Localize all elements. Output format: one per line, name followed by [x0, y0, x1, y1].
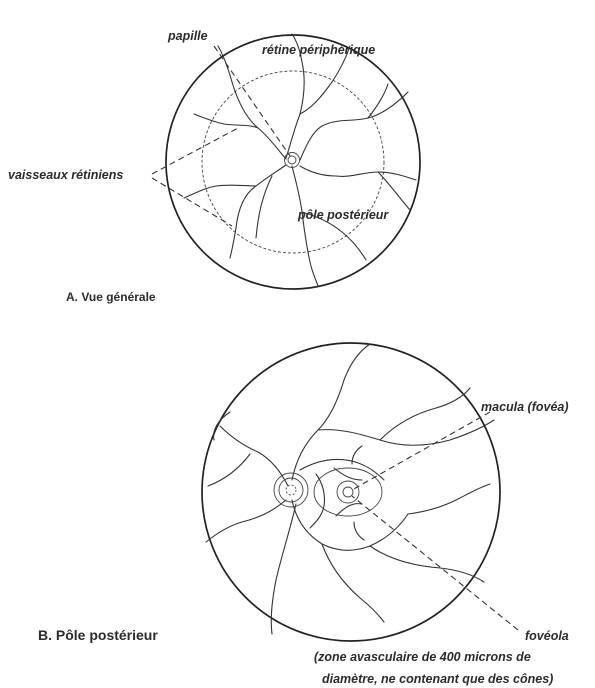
- vessel-a-temporal-upper-arcade: [300, 92, 408, 160]
- vessel-b-temporal-raphe: [408, 484, 490, 514]
- vessel-b-upper-nasal: [220, 426, 288, 486]
- label-vaisseaux-retiniens: vaisseaux rétiniens: [8, 168, 123, 182]
- panel-b-posterior-pole: macula (fovéa) fovéola (zone avasculaire…: [38, 343, 569, 686]
- panel-a-eye-fundus-outline: [166, 35, 420, 289]
- vessel-b-macular-upper: [300, 459, 384, 480]
- vessel-a-temporal-upper-twig: [368, 84, 388, 118]
- label-papille: papille: [167, 29, 208, 43]
- label-foveola: fovéola: [525, 629, 569, 643]
- panel-a-general-view: papille rétine périphérique vaisseaux ré…: [8, 29, 420, 304]
- vessel-b-macular-small-5: [354, 522, 364, 540]
- foveola-outline: [343, 487, 353, 497]
- label-pole-posterieur: pôle postérieur: [297, 208, 389, 222]
- panel-b-papilla: [274, 473, 308, 507]
- vessel-leader-line-upper: [152, 128, 238, 174]
- caption-panel-b: B. Pôle postérieur: [38, 627, 158, 643]
- vessel-b-macular-small-2: [334, 468, 362, 480]
- vessel-b-lower-arcade: [292, 500, 408, 550]
- panel-a-papilla: [285, 153, 300, 168]
- label-macula: macula (fovéa): [481, 400, 569, 414]
- vessel-b-lower-temporal: [322, 544, 384, 622]
- label-foveola-note-line-1: (zone avasculaire de 400 microns de: [314, 650, 531, 664]
- papilla-outer-ring: [285, 153, 300, 168]
- optic-disc-inner: [279, 478, 303, 502]
- vessel-a-temporal-lower-arcade: [300, 166, 416, 180]
- vessel-b-lower: [271, 504, 296, 634]
- panel-a-posterior-pole-boundary: [202, 71, 384, 253]
- vessel-b-lower-temporal-far: [370, 546, 484, 582]
- vessel-b-nasal-twig: [208, 454, 250, 486]
- macula-leader-line: [352, 412, 490, 490]
- vessel-a-upper-nasal-branch: [194, 114, 258, 128]
- vessel-b-macular-small-3: [336, 504, 362, 516]
- papilla-inner-ring: [288, 156, 296, 164]
- vessel-a-upper-nasal: [218, 46, 286, 159]
- foveola-leader-line: [352, 496, 518, 630]
- label-foveola-note-line-2: diamètre, ne contenant que des cônes): [322, 672, 553, 686]
- vessel-b-upper-temporal: [318, 420, 494, 445]
- vessel-b-lower-nasal: [206, 500, 286, 542]
- fovea-outline: [337, 481, 359, 503]
- label-retine-peripherique: rétine périphérique: [262, 43, 375, 57]
- panel-a-leader-lines: [152, 46, 290, 226]
- vessel-a-lower-nasal: [230, 165, 286, 258]
- optic-cup: [286, 485, 296, 495]
- panel-b-posterior-pole-outline: [202, 343, 500, 641]
- vessel-a-lower-small: [256, 176, 272, 238]
- vessel-a-lower-nasal-branch: [184, 185, 256, 198]
- caption-panel-a: A. Vue générale: [66, 290, 156, 304]
- vessel-a-temporal-lower-twig: [378, 172, 410, 210]
- panel-b-retinal-vessels: [206, 344, 494, 634]
- vessel-a-lower: [292, 166, 318, 286]
- vessel-b-upper-temporal-branch: [380, 388, 470, 440]
